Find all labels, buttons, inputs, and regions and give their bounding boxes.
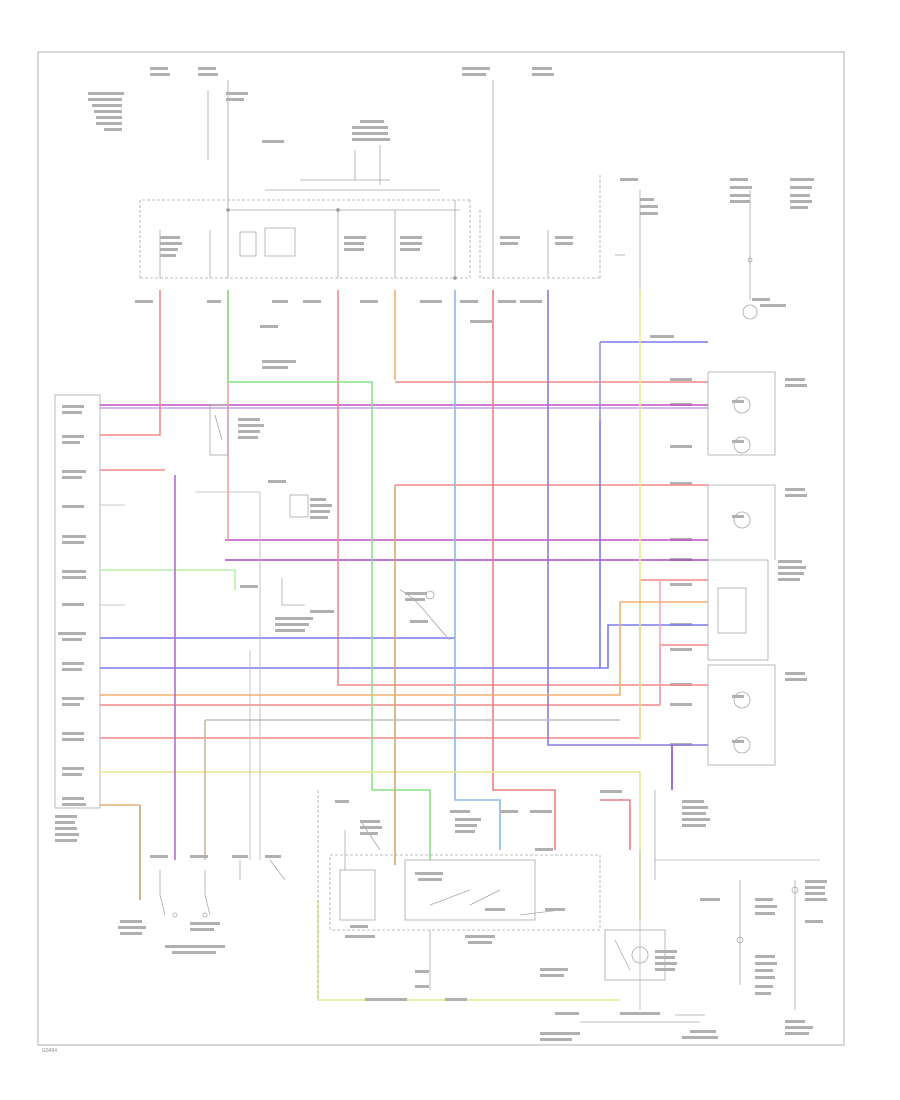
figure-code: G3494: [42, 1048, 57, 1054]
wire-green-1: [227, 290, 431, 860]
label-marks-top: [88, 67, 814, 257]
wires: [100, 290, 708, 1001]
gray-lines: [100, 342, 820, 1010]
wire-red-8: [492, 290, 556, 850]
wire-lightblue-1: [454, 290, 501, 850]
module-pin-labels: [55, 405, 86, 842]
ignition-column-right: [615, 190, 758, 320]
wire-blue-5: [547, 290, 708, 746]
wire-orange-3: [100, 601, 708, 696]
wire-yellow-1: [100, 771, 641, 920]
middle-components: [209, 404, 451, 641]
wire-green-2: [100, 569, 236, 590]
control-module: [54, 394, 101, 809]
middle-labels: [135, 298, 786, 632]
bottom-switch-box: [317, 790, 799, 1023]
wire-red-6: [100, 579, 708, 739]
right-components: [707, 371, 776, 766]
wire-red-9: [600, 799, 631, 850]
wire-red-7: [100, 644, 708, 706]
wire-red-top: [100, 290, 161, 436]
wire-yellow-2: [317, 900, 620, 1001]
right-component-labels: [670, 378, 807, 746]
bottom-labels: [118, 790, 827, 1041]
diagram-border: [37, 51, 845, 1046]
fuse-relay-box: [139, 80, 601, 280]
wire-blue-2: [100, 624, 708, 669]
wire-red-5: [337, 290, 708, 686]
bottom-left-ground-switches: [159, 859, 286, 918]
